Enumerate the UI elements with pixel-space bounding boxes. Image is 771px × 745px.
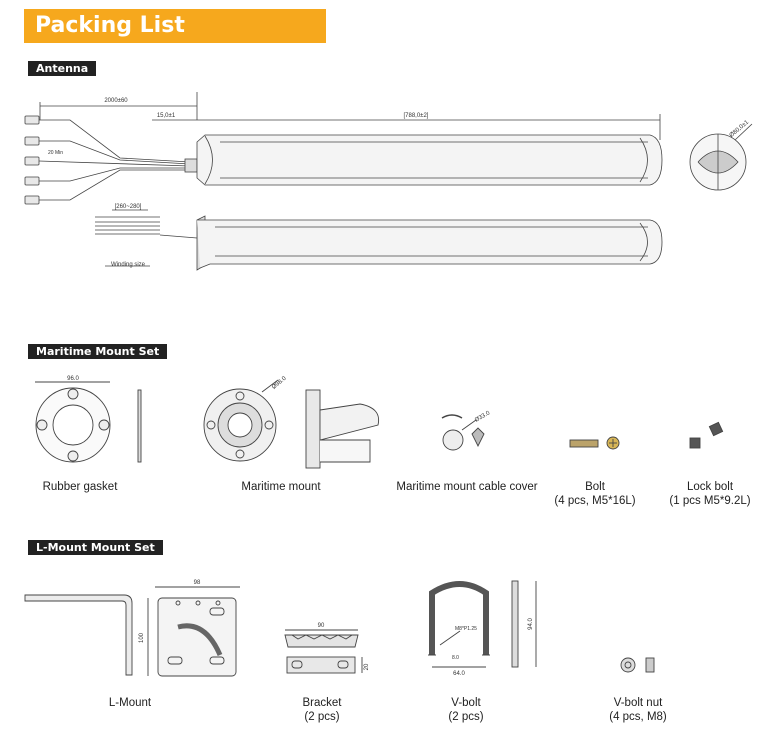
dim-cable-length: 2000±60	[104, 98, 128, 104]
antenna-drawing: 2000±60 15,0±1 [788,0±2] Ø80,0±1 20 Min …	[24, 92, 753, 271]
dim-offset: 15,0±1	[157, 113, 176, 119]
item-qty: (2 pcs)	[448, 711, 484, 723]
item-maritime-mount: Maritime mount	[241, 480, 320, 494]
item-v-bolt-nut: V-bolt nut (4 pcs, M8)	[609, 696, 667, 724]
dim-vbolt-width: 64.0	[453, 671, 465, 677]
item-qty: (4 pcs, M8)	[609, 711, 667, 723]
dim-gasket: 96.0	[67, 376, 79, 382]
item-lock-bolt: Lock bolt (1 pcs M5*9.2L)	[669, 480, 750, 508]
winding-size-label: Winding size	[111, 262, 146, 268]
section-tag-antenna: Antenna	[28, 61, 97, 76]
dim-mount: Ø98.0	[271, 375, 288, 391]
maritime-drawing: 96.0 Ø98.0 Ø33.0	[35, 375, 724, 469]
item-qty: (4 pcs, M5*16L)	[554, 495, 636, 507]
item-name: V-bolt nut	[613, 697, 663, 709]
item-qty: (2 pcs)	[304, 711, 340, 723]
item-name: V-bolt	[451, 697, 481, 709]
section-tag-lmount: L-Mount Mount Set	[28, 540, 163, 555]
item-v-bolt: V-bolt (2 pcs)	[448, 696, 483, 724]
item-name: Lock bolt	[686, 481, 734, 493]
item-name: Bolt	[585, 481, 605, 493]
dim-body-length: [788,0±2]	[404, 113, 429, 119]
dim-vbolt-height: 94.0	[528, 618, 534, 630]
dim-height: 100	[139, 632, 145, 643]
item-bracket: Bracket (2 pcs)	[303, 696, 342, 724]
item-qty: (1 pcs M5*9.2L)	[669, 495, 751, 507]
item-name: Bracket	[302, 697, 342, 709]
dim-winding: [260~280]	[115, 204, 142, 210]
item-name: Rubber gasket	[42, 481, 118, 493]
dim-vbolt-gap: 8.0	[452, 655, 459, 661]
dim-vbolt-thread: M8*P1.25	[455, 626, 477, 632]
dim-cover: Ø33.0	[474, 410, 492, 424]
dim-min: 20 Min	[48, 150, 63, 156]
dim-bracket-width: 90	[318, 623, 325, 629]
page-title: Packing List Information	[24, 9, 326, 72]
item-l-mount: L-Mount	[109, 696, 151, 710]
dim-bracket-height: 20	[364, 663, 370, 670]
item-bolt: Bolt (4 pcs, M5*16L)	[554, 480, 635, 508]
lmount-drawing: 98 100 90 20 M8*P1.25 8.0 64.0 94.0	[24, 580, 655, 677]
section-tag-maritime: Maritime Mount Set	[28, 344, 168, 359]
item-rubber-gasket: Rubber gasket	[43, 480, 118, 494]
item-name: Maritime mount	[241, 481, 321, 493]
item-name: L-Mount	[108, 697, 152, 709]
item-cable-cover: Maritime mount cable cover	[396, 480, 537, 494]
dim-width: 98	[194, 580, 201, 586]
item-name: Maritime mount cable cover	[396, 481, 538, 493]
